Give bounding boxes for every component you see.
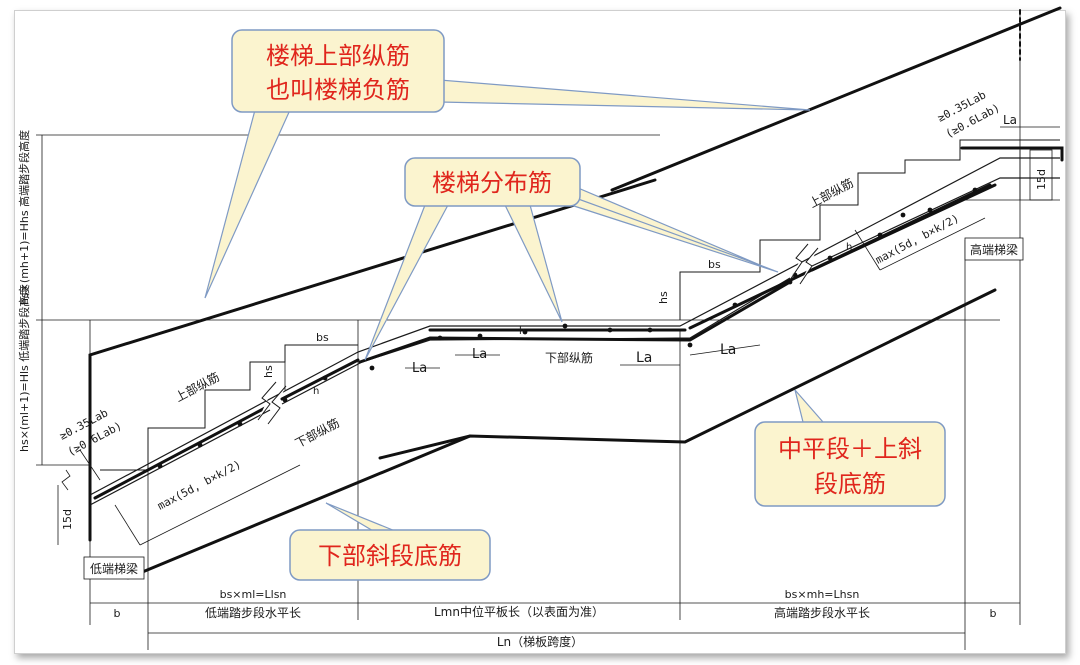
- hs-right: hs: [657, 291, 670, 304]
- dim-low-name: 低端踏步段水平长: [205, 605, 301, 620]
- la-label-2: La: [472, 347, 487, 362]
- h-left: h: [313, 386, 319, 397]
- bs-right: bs: [708, 258, 721, 271]
- lower-long-left: 下部纵筋: [292, 415, 341, 451]
- la-label-top: La: [1003, 113, 1017, 127]
- h-right: h: [846, 242, 852, 253]
- d15-left: 15d: [61, 509, 74, 530]
- dim-b-right: b: [990, 607, 997, 620]
- dim-b-left: b: [114, 607, 121, 620]
- upper-long-left: 上部纵筋: [172, 369, 221, 405]
- vert-high: hs×(mh+1)=Hhs 高端踏步段高度: [17, 130, 31, 305]
- callout-middle-line1: 中平段＋上斜: [778, 435, 922, 463]
- callout-middle-line2: 段底筋: [814, 470, 886, 498]
- max-left: max(5d, b×k/2): [155, 458, 243, 513]
- callout-middle-upper: 中平段＋上斜 段底筋: [754, 421, 946, 507]
- dimension-leaders: [57, 126, 1060, 546]
- d15-right: 15d: [1035, 169, 1048, 190]
- dim-high-formula: bs×mh=Lhsn: [785, 588, 860, 601]
- callout-lower-slope: 下部斜段底筋: [289, 529, 491, 581]
- dim-total: Ln（梯板跨度）: [497, 634, 583, 649]
- callout-lower-text: 下部斜段底筋: [318, 542, 462, 570]
- slab-lines: [89, 157, 1060, 506]
- la-label-1: La: [412, 361, 427, 376]
- callout-top-line2: 也叫楼梯负筋: [266, 76, 410, 104]
- callout-top-line1: 楼梯上部纵筋: [266, 42, 410, 70]
- callout-top-negative: 楼梯上部纵筋 也叫楼梯负筋: [231, 29, 445, 113]
- low-beam-label: 低端梯梁: [90, 561, 138, 576]
- vert-low: hs×(ml+1)=Hls 低端踏步段高度: [17, 285, 31, 452]
- callout-leaders: [204, 79, 832, 536]
- callout-distribution: 楼梯分布筋: [404, 157, 581, 207]
- dim-mid: Lmn中位平板长（以表面为准）: [434, 604, 604, 619]
- break-marks: [257, 243, 819, 425]
- callout-distribution-text: 楼梯分布筋: [432, 169, 552, 197]
- h-mid: h: [519, 326, 525, 337]
- high-beam-label: 高端梯梁: [970, 242, 1018, 257]
- dim-low-formula: bs×ml=Llsn: [220, 588, 287, 601]
- dim-high-name: 高端踏步段水平长: [774, 605, 870, 620]
- drawing-frame: [14, 10, 1066, 654]
- lower-long-mid: 下部纵筋: [545, 350, 593, 365]
- la-label-3: La: [636, 350, 652, 366]
- la-label-4: La: [720, 342, 736, 358]
- rebars: [88, 6, 1064, 580]
- hs-left: hs: [262, 365, 275, 378]
- bs-left: bs: [316, 331, 329, 344]
